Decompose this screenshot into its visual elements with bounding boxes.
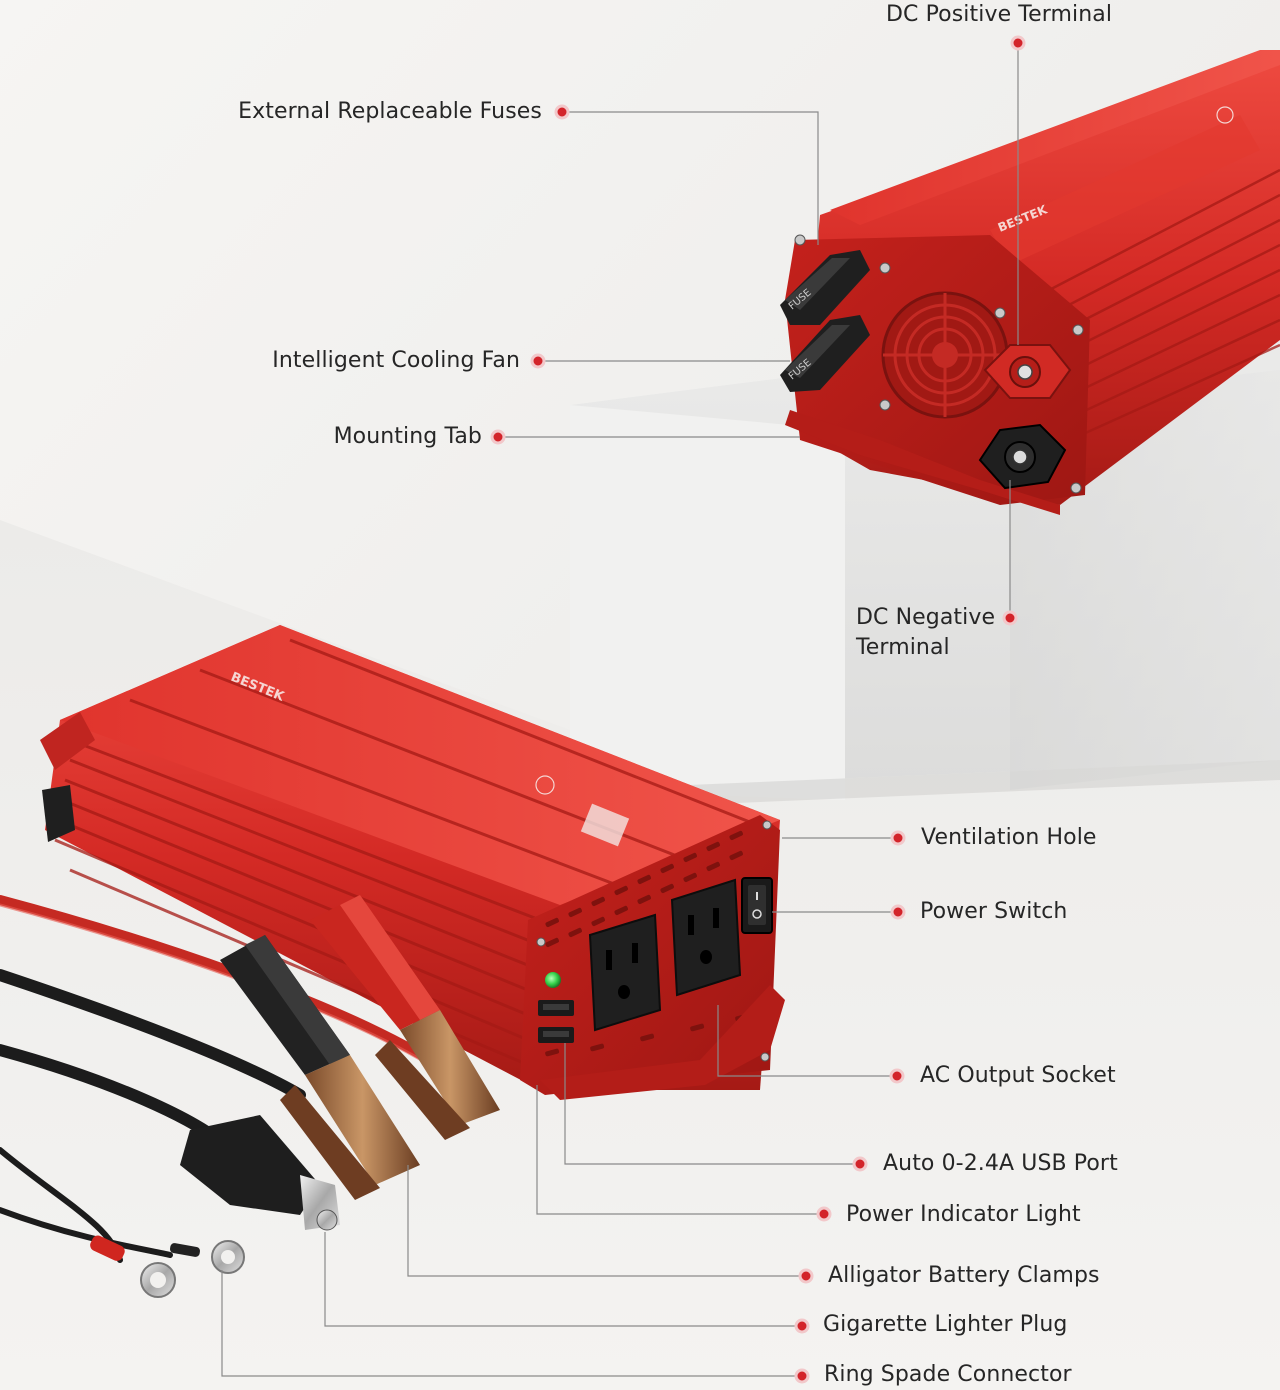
callout-dots [490,35,1026,1384]
label-external-replaceable-fuses: External Replaceable Fuses [238,99,542,124]
fan-icon [881,291,1009,419]
label-gigarette-lighter-plug: Gigarette Lighter Plug [823,1312,1068,1337]
usb-port-icon [538,1000,574,1043]
label-power-switch: Power Switch [920,899,1068,924]
line-fuses [562,111,819,245]
line-ring-spade [221,1270,802,1377]
label-dc-negative-line2: Terminal [856,635,950,660]
ring-spade-connectors [90,1235,245,1298]
qr-code-mark [580,803,630,847]
callout-dot-icon [794,1318,810,1334]
callout-dot-icon [890,830,906,846]
callout-dot-icon [1002,610,1018,626]
external-fuses: FUSE FUSE [780,250,870,392]
line-usb [564,1043,860,1165]
callout-dot-icon [816,1206,832,1222]
rear-inverter: BESTEK FUSE FUSE [780,50,1280,515]
dc-negative-terminal [978,423,1067,490]
mounting-tab-front [540,985,785,1100]
callout-dot-icon [889,1068,905,1084]
front-inverter: BESTEK [40,625,785,1100]
label-power-indicator-light: Power Indicator Light [846,1202,1081,1227]
label-intelligent-cooling-fan: Intelligent Cooling Fan [272,348,520,373]
rear-cert-mark [1216,106,1234,124]
label-mounting-tab: Mounting Tab [333,424,482,449]
ac-socket-icon [588,878,742,1032]
label-dc-positive-terminal: DC Positive Terminal [886,2,1113,27]
front-cert-mark [535,775,555,795]
label-ring-spade-connector: Ring Spade Connector [824,1362,1072,1387]
cigarette-lighter-plug [180,1115,340,1231]
label-dc-negative-terminal: DC Negative Terminal [856,603,1036,663]
callout-dot-icon [490,429,506,445]
indicator-light-icon [545,972,561,988]
rocker-switch-icon [741,877,773,934]
callout-dot-icon [1010,35,1026,51]
dc-positive-terminal [983,344,1072,399]
line-ac-socket [717,1005,897,1077]
line-clamps [407,1165,806,1277]
label-alligator-battery-clamps: Alligator Battery Clamps [828,1263,1100,1288]
label-dc-negative-line1: DC Negative [856,605,996,630]
callout-dot-icon [890,904,906,920]
callout-dot-icon [554,104,570,120]
label-ventilation-hole: Ventilation Hole [921,825,1097,850]
label-usb-port: Auto 0-2.4A USB Port [883,1151,1118,1176]
label-ac-output-socket: AC Output Socket [920,1063,1116,1088]
line-lighter-plug [324,1232,802,1327]
mounting-tab-rear [785,410,1060,515]
black-alligator-clamp [220,935,420,1200]
callout-dot-icon [798,1268,814,1284]
ventilation-holes [545,830,750,1057]
callout-dot-icon [852,1156,868,1172]
red-alligator-clamp [310,895,500,1140]
callout-dot-icon [794,1368,810,1384]
callout-dot-icon [530,353,546,369]
line-indicator [536,1085,824,1215]
callout-lines [221,43,1019,1377]
